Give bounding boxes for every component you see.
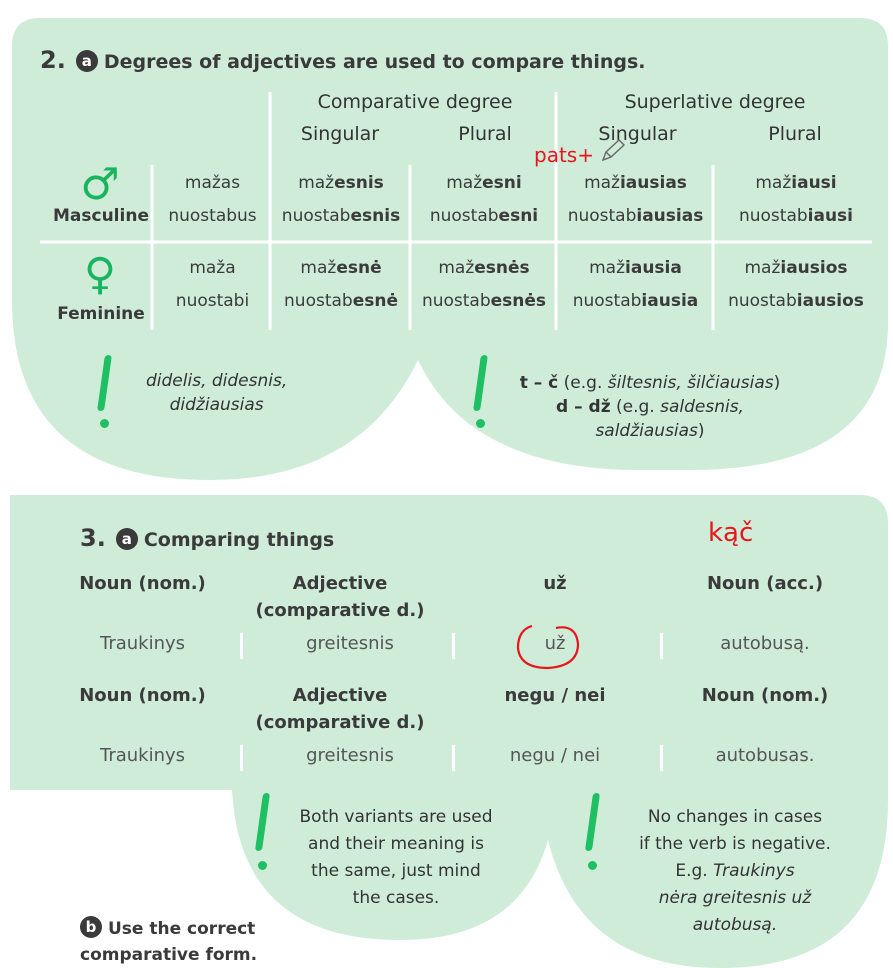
fem-base-2: nuostabi (175, 291, 250, 311)
header-uz: už (543, 573, 567, 594)
value-adjective: greitesnis (306, 745, 394, 766)
fem-sup-sg-2: nuostabiausia (572, 291, 699, 311)
feminine-symbol-icon: ♀ (83, 249, 117, 300)
fem-comp-sg-1: mažesnė (300, 258, 382, 278)
masc-sup-pl-2: nuostabiausi (738, 206, 854, 226)
note-both-variants: Both variants are used and their meaning… (299, 807, 493, 908)
fem-sup-sg-1: mažiausia (589, 258, 682, 278)
handwritten-annotation-kac: kąč (708, 518, 754, 548)
header-adjective: Adjective(comparative d.) (255, 685, 425, 733)
value-noun: Traukinys (99, 633, 186, 654)
note-negative-verb: No changes in cases if the verb is negat… (639, 807, 831, 935)
exclamation-icon (97, 355, 112, 430)
masculine-symbol-icon: ♂ (80, 159, 120, 210)
header-sup-plural: Plural (768, 123, 822, 145)
handwritten-circle (516, 624, 580, 670)
exclamation-icon (584, 793, 601, 873)
value-uz: už (544, 633, 566, 654)
masc-sup-sg-1: mažiausias (584, 173, 687, 193)
note-consonant-change: t – č (e.g. šiltesnis, šilčiausias) d – … (519, 373, 781, 441)
fem-comp-pl-2: nuostabesnės (421, 291, 547, 311)
header-sup-singular: Singular (598, 123, 677, 145)
value-noun-acc: autobusą. (720, 633, 810, 654)
masc-sup-pl-1: mažiausi (755, 173, 837, 193)
header-noun-nom: Noun (nom.) (79, 573, 206, 594)
header-superlative: Superlative degree (624, 91, 806, 113)
masculine-label: Masculine (53, 206, 149, 226)
section-number: 3. (80, 524, 106, 552)
masc-comp-sg-2: nuostabesnis (281, 206, 401, 226)
masc-base-1: mažas (184, 173, 241, 193)
badge-a: a (115, 528, 138, 550)
header-noun-nom: Noun (nom.) (79, 685, 206, 706)
header-comp-singular: Singular (300, 123, 380, 145)
note-irregular: didelis, didesnis,didžiausias (146, 371, 288, 415)
badge-b: b (80, 916, 102, 938)
value-noun-nom: autobusas. (715, 745, 815, 766)
fem-base-1: maža (189, 258, 236, 278)
header-noun-nom-2: Noun (nom.) (701, 685, 829, 706)
fem-comp-sg-2: nuostabesnė (284, 291, 398, 311)
value-negu-nei: negu / nei (509, 745, 601, 766)
fem-sup-pl-1: mažiausios (744, 258, 848, 278)
fem-sup-pl-2: nuostabiausios (728, 291, 864, 311)
value-noun: Traukinys (99, 745, 186, 766)
masc-sup-sg-2: nuostabiausias (567, 206, 704, 226)
fem-comp-pl-1: mažesnės (438, 258, 530, 278)
header-negu-nei: negu / nei (504, 685, 606, 706)
section-title-text: Degrees of adjectives are used to compar… (103, 51, 646, 73)
section-title-text: Comparing things (143, 529, 335, 551)
badge-a: a (75, 50, 98, 72)
value-adjective: greitesnis (306, 633, 394, 654)
exclamation-icon (254, 793, 271, 873)
header-comp-plural: Plural (458, 123, 512, 145)
masc-comp-pl-2: nuostabesni (429, 206, 539, 226)
header-noun-acc: Noun (acc.) (706, 573, 824, 594)
exclamation-icon (473, 355, 488, 430)
header-adjective: Adjective(comparative d.) (255, 573, 425, 621)
header-comparative: Comparative degree (317, 91, 513, 113)
masc-comp-sg-1: mažesnis (298, 173, 384, 193)
handwritten-annotation-pats: pats+ (534, 143, 594, 167)
masc-comp-pl-1: mažesni (446, 173, 522, 193)
section-number: 2. (40, 46, 66, 74)
pen-cursor-icon (601, 139, 626, 162)
masc-base-2: nuostabus (168, 206, 257, 226)
feminine-label: Feminine (57, 304, 145, 324)
